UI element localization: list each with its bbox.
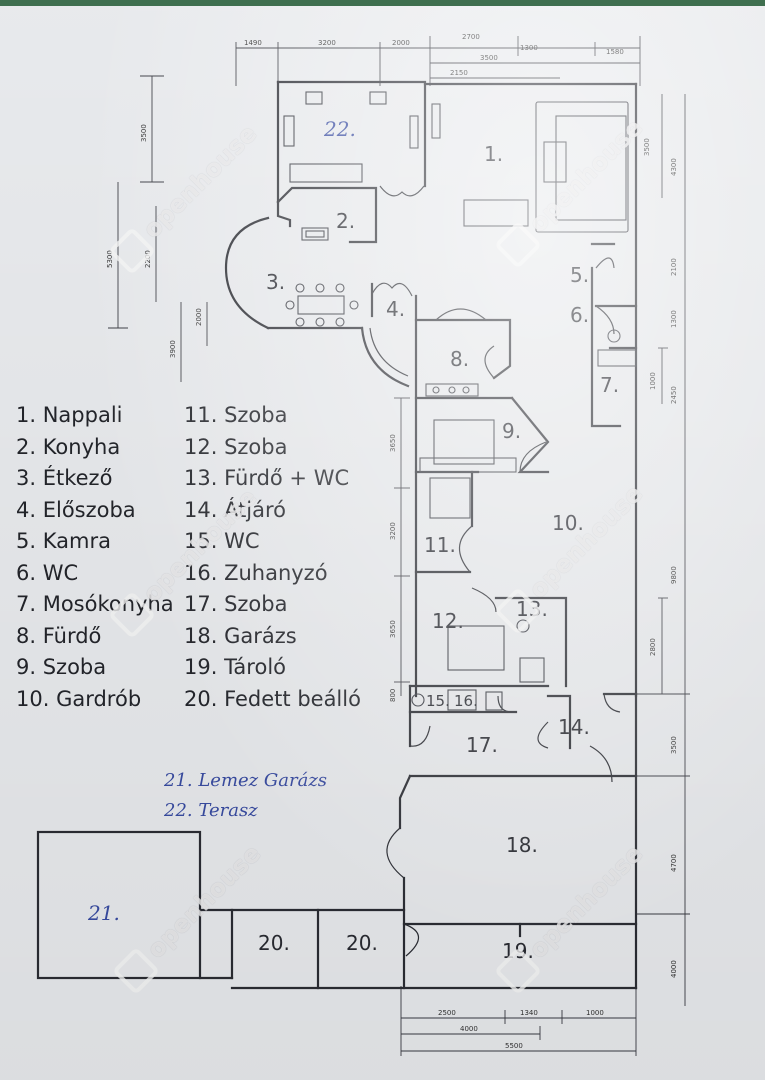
dim-right-4: 1000 [649,372,657,390]
room-label-21: 21. [87,901,120,925]
legend-item: 5. Kamra [16,529,111,553]
dim-top-6: 2150 [450,69,468,77]
dim-left-5: 3650 [389,434,397,452]
dim-bottom-2: 1000 [586,1009,604,1017]
room-label-12: 12. [432,609,464,633]
room-label-8: 8. [450,347,469,371]
dim-right-10: 4000 [670,960,678,978]
dim-top-2: 2000 [392,39,410,47]
room-label-15: 15. [426,692,450,710]
dim-bottom-3: 4000 [460,1025,478,1033]
dim-bottom-1: 1340 [520,1009,538,1017]
room-label-16: 16. [454,692,478,710]
legend-item: 12. Szoba [184,434,288,459]
dim-right-9: 4700 [670,854,678,872]
dim-right-7: 2800 [649,638,657,656]
dim-top-7: 1580 [606,48,624,56]
legend-item: 6. WC [16,560,79,585]
dim-left-2: 2200 [144,250,152,268]
room-label-19: 19. [502,939,534,963]
room-label-20b: 20. [346,931,378,955]
dim-right-3: 1300 [670,310,678,328]
legend-handwritten-21: 21. Lemez Garázs [164,770,328,791]
room-label-5: 5. [570,263,589,287]
dim-left-8: 800 [389,689,397,702]
legend-item: 9. Szoba [16,655,107,679]
dim-top-0: 1490 [244,39,262,47]
room-label-17: 17. [466,733,498,757]
dim-right-5: 2450 [670,386,678,404]
dim-bottom-4: 5500 [505,1042,523,1050]
dim-left-1: 5300 [106,250,114,268]
legend-item: 17. Szoba [184,592,288,616]
doors [371,185,621,957]
legend-item: 15. WC [184,529,260,553]
room-label-11: 11. [424,533,456,557]
room-label-10: 10. [552,511,584,535]
legend-item: 8. Fürdő [16,623,102,648]
bottom-dimension-lines: 2500 1340 1000 4000 5500 [400,986,637,1056]
right-dimension-lines: 3500 4300 2100 1300 1000 2450 9800 2800 … [635,94,690,1006]
top-dimension-lines: 1490 3200 2000 2700 3500 1300 2150 1580 [235,33,641,86]
room-label-4: 4. [386,297,405,321]
legend-item: 16. Zuhanyzó [184,560,328,585]
floor-plan-sheet: 1490 3200 2000 2700 3500 1300 2150 1580 … [0,6,765,1080]
legend-item: 7. Mosókonyha [16,592,174,616]
legend-item: 11. Szoba [184,403,288,427]
dim-top-1: 3200 [318,39,336,47]
legend-item: 18. Garázs [184,623,297,648]
legend-item: 13. Fürdő + WC [184,466,350,490]
legend-item: 2. Konyha [16,434,121,459]
dim-right-0: 3500 [643,138,651,156]
dim-left-6: 3200 [389,522,397,540]
room-label-6: 6. [570,303,589,327]
legend-item: 1. Nappali [16,403,123,427]
dim-bottom-0: 2500 [438,1009,456,1017]
dim-top-4: 3500 [480,54,498,62]
room-labels: 1. 2. 3. 4. 5. 6. 7. 8. 9. 10. 11. 12. 1… [87,117,619,963]
legend-item: 4. Előszoba [16,497,136,522]
room-label-1: 1. [484,142,503,166]
legend-item: 20. Fedett beálló [184,686,361,711]
room-label-18: 18. [506,833,538,857]
left-dimension-lines: 3500 5300 2200 2000 3900 3650 3200 3650 … [106,75,410,702]
dim-top-5: 1300 [520,44,538,52]
legend-item: 14. Átjáró [184,497,287,522]
room-label-2: 2. [336,209,355,233]
floor-plan-drawing: 1490 3200 2000 2700 3500 1300 2150 1580 … [36,33,690,1056]
legend-item: 10. Gardrób [16,686,142,711]
dim-right-1: 4300 [670,158,678,176]
dim-left-4: 3900 [169,340,177,358]
dim-right-2: 2100 [670,258,678,276]
dim-left-7: 3650 [389,620,397,638]
legend-handwritten-22: 22. Terasz [164,800,258,821]
legend-left-column: 1. Nappali 2. Konyha 3. Étkező 4. Előszo… [16,400,174,715]
dim-left-3: 2000 [195,308,203,326]
room-label-14: 14. [558,715,590,739]
house-walls [36,80,638,990]
furniture [283,91,637,711]
room-label-9: 9. [502,419,521,443]
dim-right-6: 9800 [670,566,678,584]
room-label-22: 22. [323,117,356,141]
room-label-13: 13. [516,597,548,621]
legend-item: 3. Étkező [16,466,113,490]
room-label-3: 3. [266,270,285,294]
dim-right-8: 3500 [670,736,678,754]
room-label-7: 7. [600,373,619,397]
legend-item: 19. Tároló [184,655,286,679]
dim-top-3: 2700 [462,33,480,41]
dim-left-0: 3500 [140,124,148,142]
room-label-20a: 20. [258,931,290,955]
legend-right-column: 11. Szoba 12. Szoba 13. Fürdő + WC 14. Á… [184,400,361,715]
